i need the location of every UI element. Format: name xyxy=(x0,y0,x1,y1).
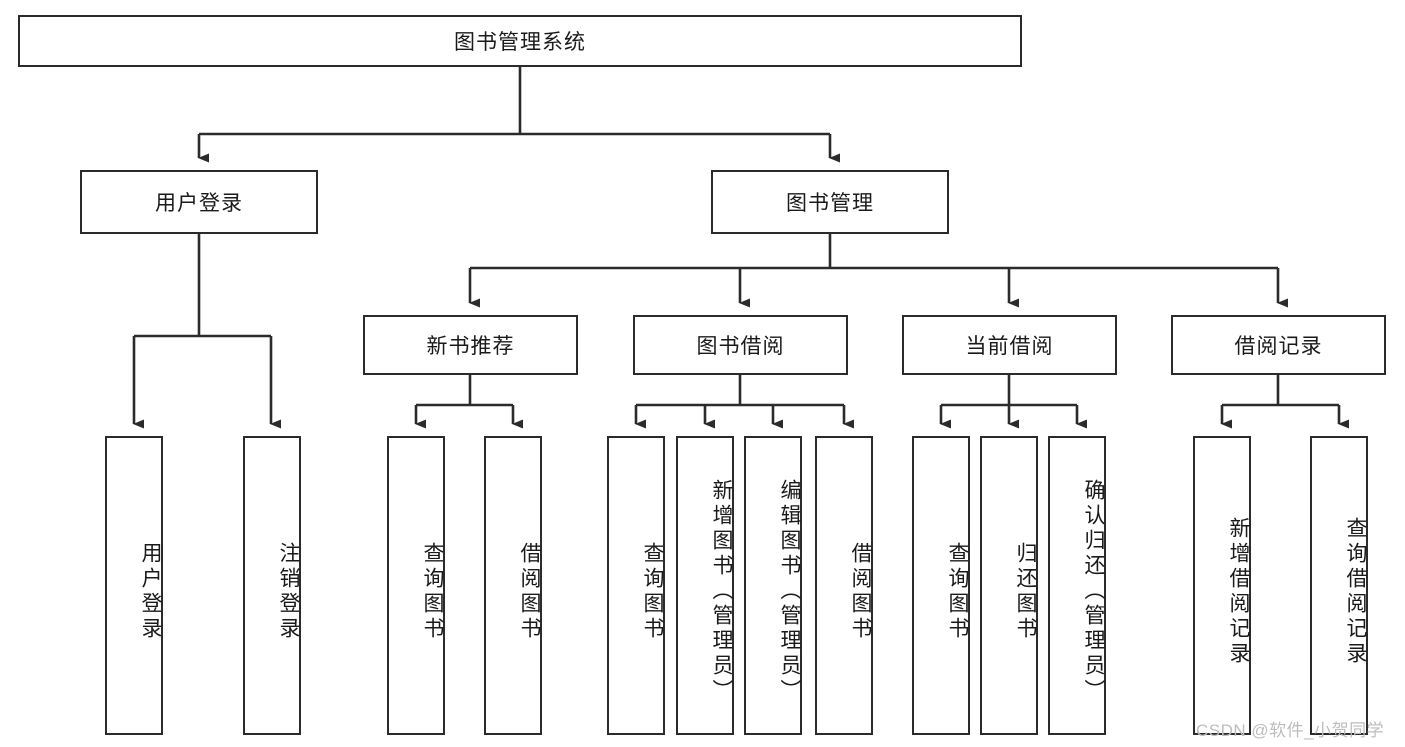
node-leaf-query-book-1[interactable]: 查询图书 xyxy=(387,436,445,735)
node-leaf-query-record[interactable]: 查询借阅记录 xyxy=(1310,436,1368,735)
node-leaf-query-book-3[interactable]: 查询图书 xyxy=(912,436,970,735)
leaf-label: 确认归还（管理员） xyxy=(1082,479,1105,704)
leaf-label: 编辑图书（管理员） xyxy=(778,479,801,704)
leaf-label: 查询图书 xyxy=(421,541,444,642)
node-leaf-confirm-return[interactable]: 确认归还（管理员） xyxy=(1048,436,1106,735)
node-leaf-logout-login[interactable]: 注销登录 xyxy=(243,436,301,735)
node-root-system[interactable]: 图书管理系统 xyxy=(18,15,1022,67)
node-leaf-borrow-book-2[interactable]: 借阅图书 xyxy=(815,436,873,735)
leaf-label: 借阅图书 xyxy=(518,541,541,642)
node-leaf-add-book[interactable]: 新增图书（管理员） xyxy=(676,436,734,735)
leaf-label: 借阅图书 xyxy=(849,541,872,642)
leaf-label: 归还图书 xyxy=(1014,541,1037,642)
node-leaf-return-book[interactable]: 归还图书 xyxy=(980,436,1038,735)
node-leaf-user-login[interactable]: 用户登录 xyxy=(105,436,163,735)
node-leaf-query-book-2[interactable]: 查询图书 xyxy=(607,436,665,735)
node-book-borrow[interactable]: 图书借阅 xyxy=(633,315,848,375)
node-borrow-record[interactable]: 借阅记录 xyxy=(1171,315,1386,375)
node-new-book-recommend[interactable]: 新书推荐 xyxy=(363,315,578,375)
node-current-borrow[interactable]: 当前借阅 xyxy=(902,315,1117,375)
leaf-label: 用户登录 xyxy=(139,541,162,642)
node-book-management[interactable]: 图书管理 xyxy=(711,170,949,234)
node-leaf-add-record[interactable]: 新增借阅记录 xyxy=(1193,436,1251,735)
node-leaf-edit-book[interactable]: 编辑图书（管理员） xyxy=(744,436,802,735)
leaf-label: 新增图书（管理员） xyxy=(710,479,733,704)
node-user-login[interactable]: 用户登录 xyxy=(80,170,318,234)
node-leaf-borrow-book-1[interactable]: 借阅图书 xyxy=(484,436,542,735)
leaf-label: 注销登录 xyxy=(277,541,300,642)
leaf-label: 查询图书 xyxy=(946,541,969,642)
leaf-label: 新增借阅记录 xyxy=(1227,516,1250,667)
leaf-label: 查询图书 xyxy=(641,541,664,642)
leaf-label: 查询借阅记录 xyxy=(1344,516,1367,667)
